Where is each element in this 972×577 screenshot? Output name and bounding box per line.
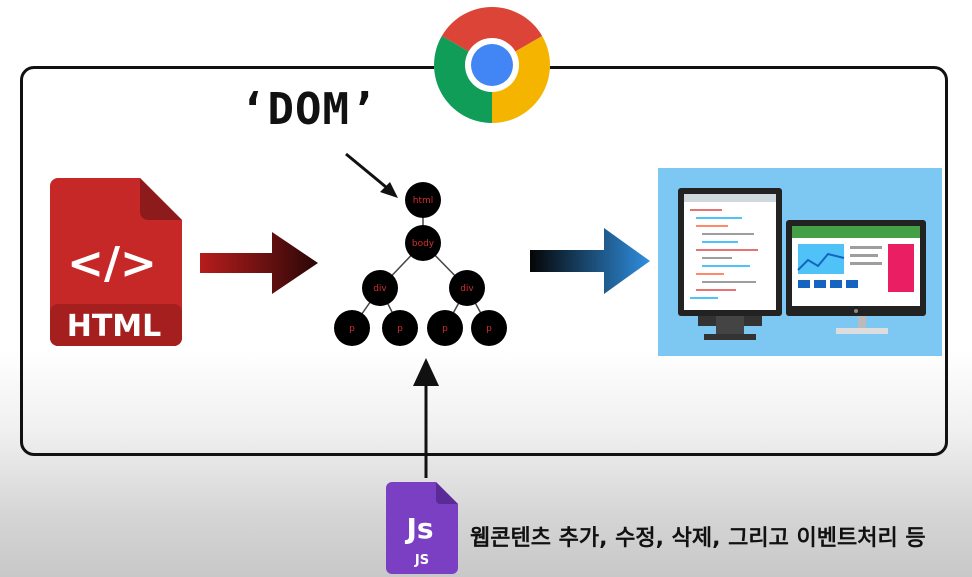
dom-node-p: p: [334, 310, 370, 346]
svg-text:p: p: [397, 324, 403, 334]
svg-text:div: div: [460, 284, 474, 294]
dom-node-p: p: [427, 310, 463, 346]
svg-text:p: p: [349, 324, 355, 334]
dom-node-p: p: [382, 310, 418, 346]
js-caption: 웹콘텐츠 추가, 수정, 삭제, 그리고 이벤트처리 등: [470, 526, 926, 551]
dom-tree-diagram: html body div div p p p p: [334, 182, 507, 346]
dom-node-body: body: [405, 225, 441, 261]
svg-text:p: p: [486, 324, 492, 334]
pointer-arrow-icon: [345, 152, 398, 198]
rendered-page-illustration: [658, 168, 942, 356]
chrome-logo-icon: [434, 7, 550, 123]
html-file-label: HTML: [67, 309, 162, 344]
dom-node-p: p: [471, 310, 507, 346]
svg-text:p: p: [442, 324, 448, 334]
js-file-symbol: Js: [404, 512, 433, 545]
arrow-right-icon: [200, 232, 318, 294]
js-file-label: JS: [414, 553, 429, 568]
arrow-up-icon: [413, 358, 439, 478]
dom-node-html: html: [405, 182, 441, 218]
html-file-symbol: </>: [67, 238, 157, 289]
js-file-icon: Js JS: [386, 482, 458, 574]
dom-label: ‘DOM’: [240, 84, 378, 135]
monitor-icon: [678, 188, 782, 340]
svg-text:html: html: [413, 196, 434, 206]
dom-node-div: div: [362, 270, 398, 306]
arrow-right-icon: [530, 228, 650, 294]
html-file-icon: </> HTML: [50, 178, 182, 346]
svg-text:body: body: [412, 239, 435, 249]
svg-text:div: div: [373, 284, 387, 294]
dom-node-div: div: [449, 270, 485, 306]
monitor-icon: [786, 220, 926, 334]
